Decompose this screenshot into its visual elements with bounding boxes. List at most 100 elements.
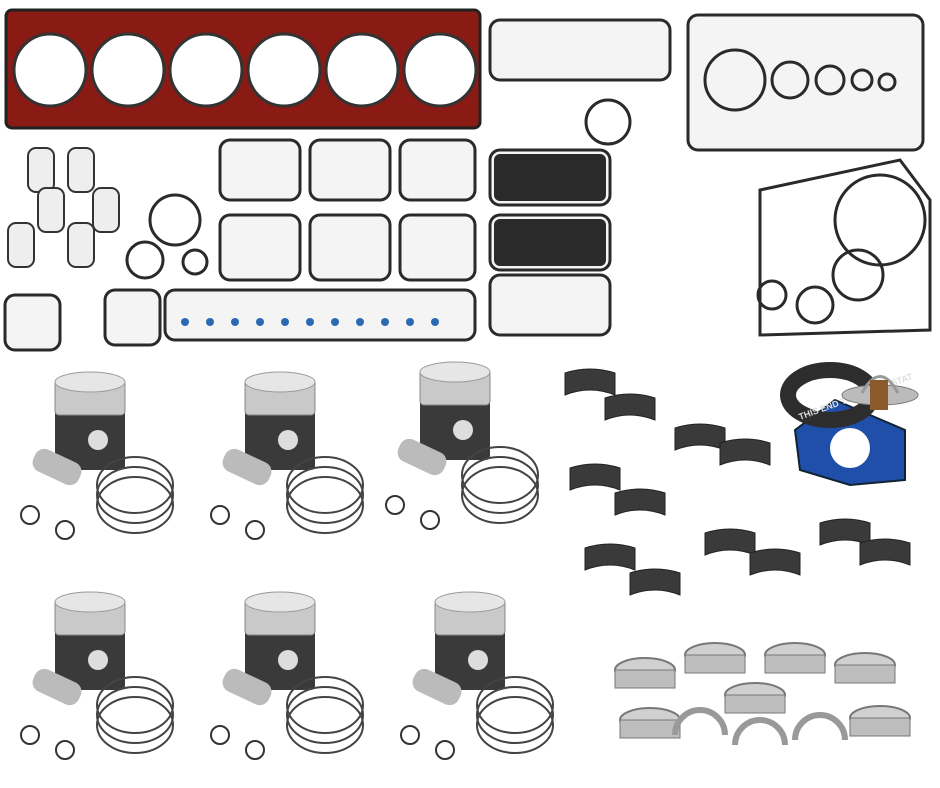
manifold-gasket bbox=[67, 222, 95, 268]
main-bearing-set bbox=[614, 642, 911, 746]
rod-bearing-shell bbox=[584, 543, 636, 571]
rod-bearing-shell bbox=[569, 463, 621, 491]
piston-ring bbox=[286, 476, 364, 534]
cylinder-bore bbox=[90, 32, 166, 108]
rod-bearing-shell bbox=[564, 368, 616, 396]
main-bearing-body bbox=[724, 694, 786, 714]
gasket bbox=[488, 18, 672, 82]
thrust-washer bbox=[672, 707, 728, 736]
piston-ring bbox=[96, 696, 174, 754]
snap-ring bbox=[420, 510, 440, 530]
piston-ring bbox=[96, 466, 174, 524]
rod-bearing-shell bbox=[629, 568, 681, 596]
snap-ring bbox=[210, 505, 230, 525]
valve-seal bbox=[306, 318, 314, 326]
piston-pin bbox=[32, 668, 82, 706]
seal-ring bbox=[831, 248, 885, 302]
gasket bbox=[308, 213, 392, 282]
main-bearing-body bbox=[614, 669, 676, 689]
piston-ring bbox=[461, 456, 539, 514]
cylinder-bore bbox=[168, 32, 244, 108]
piston-ring bbox=[96, 456, 174, 514]
rod-bearing-set bbox=[564, 368, 911, 596]
rod-bearing-shell bbox=[704, 528, 756, 556]
gasket bbox=[488, 273, 612, 337]
snap-ring bbox=[55, 520, 75, 540]
piston-ring bbox=[286, 676, 364, 734]
main-bearing-body bbox=[764, 654, 826, 674]
seal-ring bbox=[181, 248, 209, 276]
pin-bore bbox=[88, 650, 108, 670]
valve-seal bbox=[331, 318, 339, 326]
piston-ring bbox=[286, 466, 364, 524]
snap-ring bbox=[55, 740, 75, 760]
thrust-washer bbox=[732, 717, 788, 746]
piston-pin bbox=[222, 668, 272, 706]
piston-top bbox=[244, 371, 316, 393]
main-bearing-body bbox=[834, 664, 896, 684]
valve-seal bbox=[381, 318, 389, 326]
valve-seal bbox=[181, 318, 189, 326]
piston-ring bbox=[476, 676, 554, 734]
seal-ring bbox=[125, 240, 165, 280]
snap-ring bbox=[245, 740, 265, 760]
pin-bore bbox=[453, 420, 473, 440]
main-bearing-body bbox=[849, 717, 911, 737]
piston-ring bbox=[286, 686, 364, 744]
snap-ring bbox=[20, 505, 40, 525]
thermostat-kit: THIS END TO THERMOSTAT bbox=[780, 362, 919, 487]
snap-ring bbox=[210, 725, 230, 745]
main-bearing-body bbox=[619, 719, 681, 739]
valve-seal bbox=[431, 318, 439, 326]
seal-ring bbox=[814, 64, 846, 96]
seal-ring bbox=[877, 72, 897, 92]
oil-cooler-gasket bbox=[494, 154, 606, 201]
manifold-gasket bbox=[27, 147, 55, 193]
piston-ring bbox=[461, 446, 539, 504]
rod-bearing-shell bbox=[749, 548, 801, 576]
manifold-gasket bbox=[7, 222, 35, 268]
thrust-washer bbox=[792, 712, 848, 741]
seal-ring bbox=[795, 285, 835, 325]
valve-seal bbox=[406, 318, 414, 326]
manifold-gasket bbox=[37, 187, 65, 233]
gasket bbox=[163, 288, 477, 342]
gasket bbox=[686, 13, 925, 152]
piston-top bbox=[419, 361, 491, 383]
valve-seal bbox=[281, 318, 289, 326]
gasket bbox=[308, 138, 392, 202]
piston-pin bbox=[412, 668, 462, 706]
snap-ring bbox=[435, 740, 455, 760]
piston-top bbox=[54, 371, 126, 393]
rod-bearing-shell bbox=[859, 538, 911, 566]
rod-bearing-shell bbox=[674, 423, 726, 451]
piston-pin bbox=[397, 438, 447, 476]
seal-ring bbox=[584, 98, 632, 146]
snap-ring bbox=[245, 520, 265, 540]
gasket bbox=[3, 293, 62, 352]
piston-pin bbox=[222, 448, 272, 486]
piston-ring bbox=[476, 696, 554, 754]
valve-seal bbox=[206, 318, 214, 326]
seal-ring bbox=[850, 68, 874, 92]
seal-ring bbox=[756, 279, 788, 311]
seal-ring bbox=[703, 48, 767, 112]
piston-ring bbox=[286, 456, 364, 514]
gasket bbox=[398, 213, 477, 282]
piston-pin bbox=[32, 448, 82, 486]
piston-ring bbox=[96, 686, 174, 744]
piston-set bbox=[20, 361, 554, 760]
gasket bbox=[103, 288, 162, 347]
cylinder-bore bbox=[402, 32, 478, 108]
gasket bbox=[218, 138, 302, 202]
valve-seal bbox=[356, 318, 364, 326]
rod-bearing-shell bbox=[719, 438, 771, 466]
cylinder-bore bbox=[12, 32, 88, 108]
gasket-set bbox=[3, 13, 932, 352]
gasket bbox=[218, 213, 302, 282]
seal-ring bbox=[148, 193, 202, 247]
gasket bbox=[398, 138, 477, 202]
piston-ring bbox=[96, 676, 174, 734]
piston-top bbox=[434, 591, 506, 613]
